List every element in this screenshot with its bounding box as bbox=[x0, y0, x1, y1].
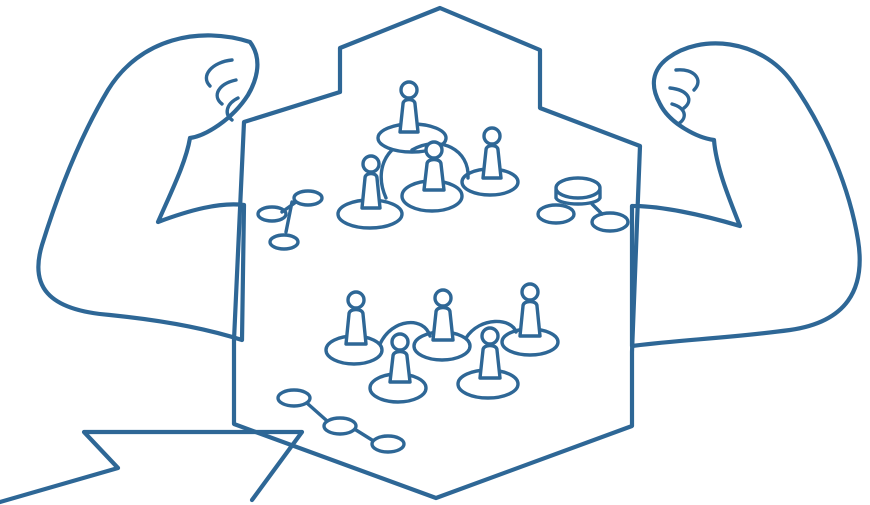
pawn-group-top bbox=[338, 82, 518, 228]
pawn-icon bbox=[390, 334, 410, 382]
right-flexing-arm bbox=[632, 43, 860, 346]
left-flexing-arm bbox=[38, 35, 257, 340]
pointer-arrow-icon bbox=[0, 432, 302, 502]
pawn-icon bbox=[346, 292, 366, 344]
right-fist-detail bbox=[670, 70, 698, 124]
hexagon-board bbox=[234, 8, 640, 498]
node-link-cluster-right bbox=[538, 178, 628, 231]
pawn-icon bbox=[483, 128, 501, 178]
node-link-cluster-left bbox=[258, 191, 322, 249]
pawn-icon bbox=[362, 156, 380, 208]
pawn-icon bbox=[520, 284, 540, 336]
pawn-icon bbox=[400, 82, 418, 132]
pawn-group-bottom bbox=[326, 284, 558, 402]
pawn-icon bbox=[433, 290, 453, 340]
pawn-icon bbox=[480, 328, 500, 378]
pawn-icon bbox=[424, 142, 444, 190]
